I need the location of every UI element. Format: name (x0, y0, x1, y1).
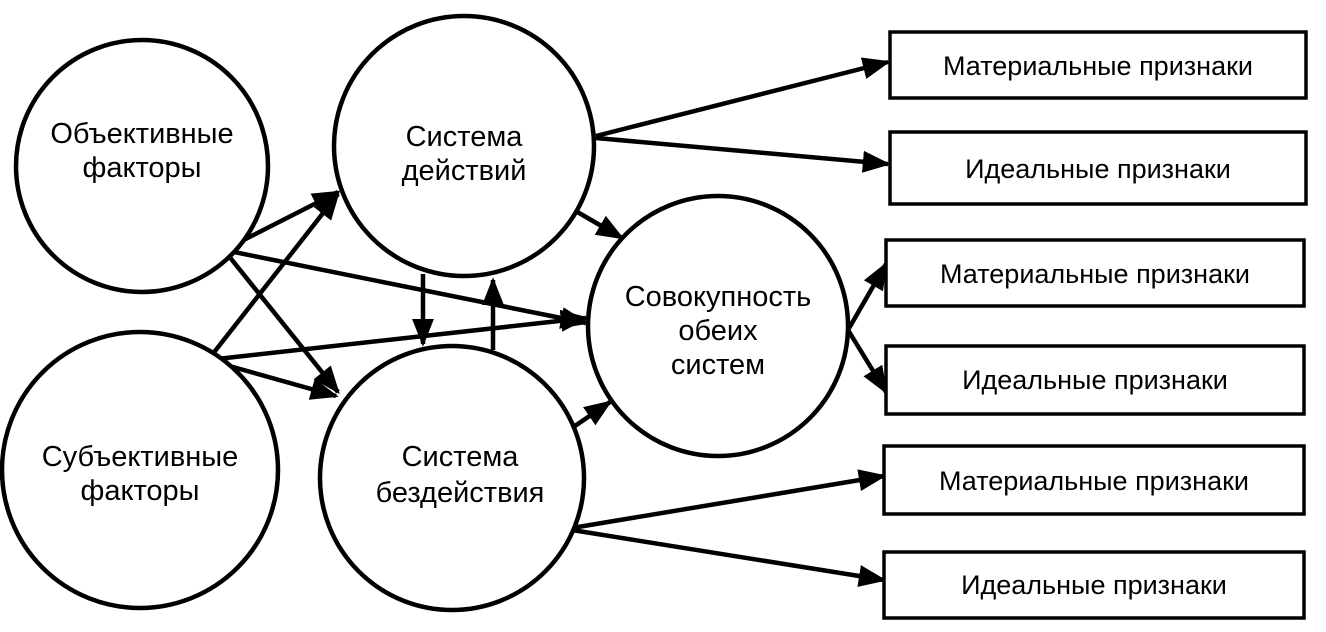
node-inaction-system: Система бездействия (317, 343, 587, 613)
box-ideal-2: Идеальные признаки (884, 344, 1306, 416)
node-action-system-line-1: Система (406, 121, 524, 153)
box-material-2: Материальные признаки (884, 238, 1306, 308)
box-ideal-3-label: Идеальные признаки (961, 570, 1227, 600)
node-objective-factors-line-2: факторы (82, 152, 201, 184)
node-inaction-system-line-2: бездействия (376, 477, 545, 509)
node-objective-factors: Объективные факторы (13, 37, 271, 295)
box-material-1-label: Материальные признаки (943, 51, 1253, 81)
arrow-combined-to-ideal (846, 328, 888, 395)
box-ideal-1: Идеальные признаки (888, 130, 1308, 206)
arrow-inaction-to-ideal (571, 527, 887, 587)
node-combined-systems-line-3: систем (671, 349, 765, 381)
arrow-inaction-to-combined (570, 400, 613, 430)
arrow-inaction-to-material (571, 469, 887, 531)
node-inaction-system-line-1: Система (402, 441, 520, 473)
node-combined-systems-line-1: Совокупность (625, 281, 812, 313)
box-material-3-label: Материальные признаки (939, 466, 1249, 496)
node-action-system: Система действий (331, 13, 597, 279)
arrow-action-to-combined (572, 208, 625, 240)
arrow-action-to-material (595, 57, 891, 139)
node-combined-systems-line-2: обеих (678, 315, 758, 347)
node-action-system-line-2: действий (402, 155, 527, 187)
arrow-subjective-to-action (206, 191, 340, 362)
box-material-3: Материальные признаки (882, 444, 1306, 516)
arrow-action-to-ideal (595, 135, 891, 173)
arrow-objective-to-inaction (222, 248, 340, 395)
node-subjective-factors: Субъективные факторы (0, 329, 281, 611)
box-ideal-1-label: Идеальные признаки (965, 154, 1231, 184)
arrow-subjective-to-combined (207, 309, 589, 363)
box-material-1: Материальные признаки (888, 30, 1308, 100)
arrow-combined-to-material (846, 261, 888, 332)
node-subjective-factors-line-1: Субъективные (42, 441, 239, 473)
box-material-2-label: Материальные признаки (940, 259, 1250, 289)
box-ideal-2-label: Идеальные признаки (962, 365, 1228, 395)
node-subjective-factors-line-2: факторы (80, 475, 199, 507)
node-combined-systems: Совокупность обеих систем (585, 193, 851, 459)
box-ideal-3: Идеальные признаки (882, 550, 1306, 620)
node-objective-factors-line-1: Объективные (50, 118, 233, 150)
